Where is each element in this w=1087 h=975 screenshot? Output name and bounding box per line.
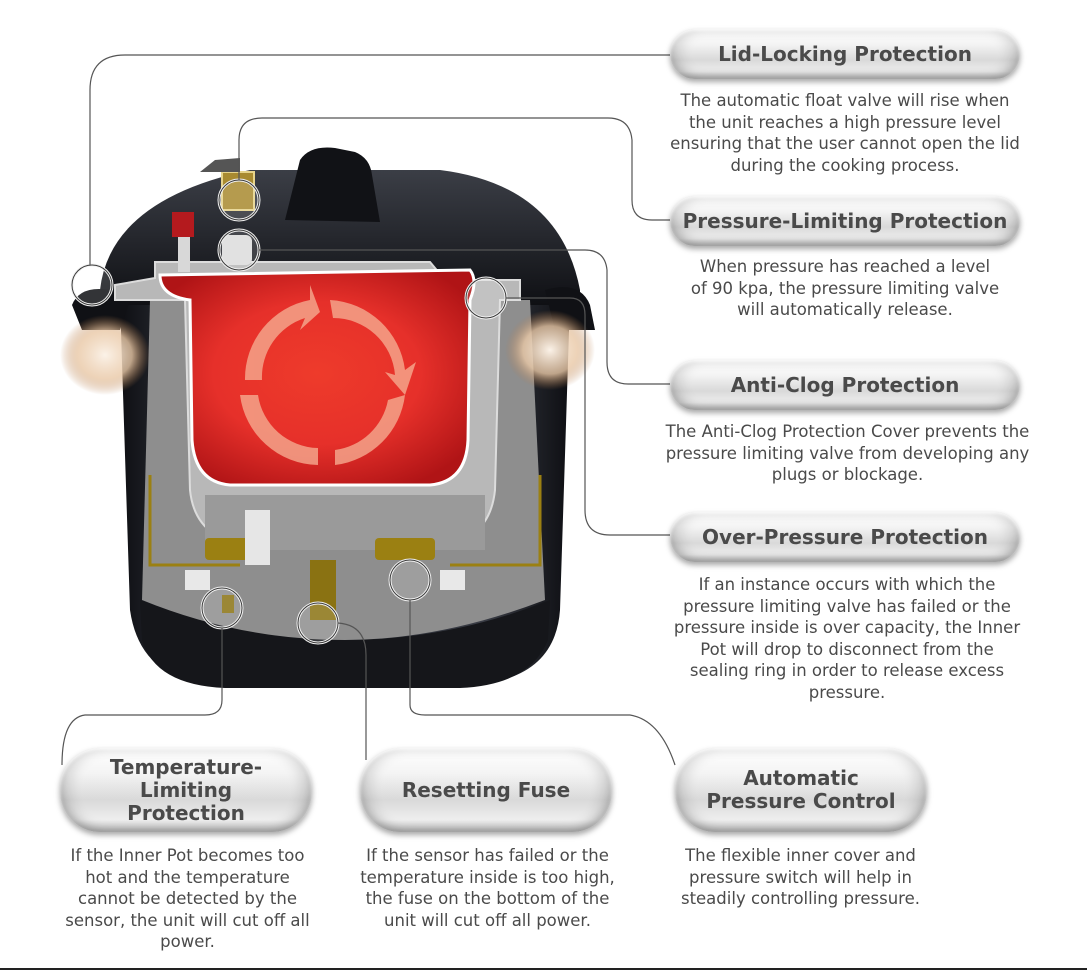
heater-left bbox=[205, 538, 255, 560]
feature-desc-automatic-pressure-control: The flexible inner cover and pressure sw… bbox=[680, 846, 921, 908]
feature-title-resetting-fuse: Resetting Fuse bbox=[360, 748, 612, 832]
inner-pot bbox=[158, 268, 476, 487]
leader-anti-clog bbox=[259, 249, 670, 385]
feature-desc-lid-locking: The automatic float valve will rise when… bbox=[670, 91, 1020, 175]
feature-desc-temperature-limiting: If the Inner Pot becomes too hot and the… bbox=[65, 846, 310, 951]
float-valve-red bbox=[172, 212, 194, 237]
switch-left-block bbox=[185, 570, 210, 590]
wiring-right bbox=[450, 475, 542, 567]
steam-right bbox=[505, 310, 595, 390]
feature-title-text: Lid-Locking Protection bbox=[718, 41, 972, 66]
leader-fuse bbox=[337, 622, 367, 760]
float-valve-stem bbox=[178, 237, 190, 272]
pressure-switch-block bbox=[440, 570, 465, 590]
wiring-left bbox=[148, 475, 240, 567]
feature-title-anti-clog: Anti-Clog Protection bbox=[670, 360, 1020, 410]
feature-title-pressure-limiting: Pressure-Limiting Protection bbox=[670, 196, 1020, 246]
lid-handle bbox=[285, 147, 380, 222]
feature-title-text: Pressure-Limiting Protection bbox=[682, 208, 1008, 233]
feature-title-over-pressure: Over-Pressure Protection bbox=[670, 512, 1020, 562]
center-stem bbox=[245, 510, 270, 565]
feature-title-temperature-limiting: Temperature- Limiting Protection bbox=[60, 748, 312, 832]
bottom-divider bbox=[0, 968, 1087, 970]
feature-title-text: Anti-Clog Protection bbox=[730, 372, 960, 397]
feature-title-line: Protection bbox=[127, 800, 245, 825]
feature-title-line: Limiting bbox=[139, 777, 233, 802]
feature-title-automatic-pressure-control: Automatic Pressure Control bbox=[675, 748, 927, 832]
leader-temperature bbox=[61, 628, 223, 766]
steam-left bbox=[60, 315, 150, 395]
feature-desc-pressure-limiting: When pressure has reached a level of 90 … bbox=[690, 257, 1000, 319]
leader-pressure-limiting bbox=[238, 117, 670, 221]
feature-desc-anti-clog: The Anti-Clog Protection Cover prevents … bbox=[665, 422, 1030, 484]
leader-pressure-control bbox=[409, 600, 676, 766]
feature-title-lid-locking: Lid-Locking Protection bbox=[670, 29, 1020, 79]
circulation-arrows-icon bbox=[240, 285, 416, 465]
feature-desc-over-pressure: If an instance occurs with which the pre… bbox=[673, 575, 1021, 702]
anti-clog-cover bbox=[222, 235, 252, 265]
temp-sensor bbox=[222, 595, 234, 613]
heater-right bbox=[375, 538, 435, 560]
cooker-base bbox=[140, 600, 550, 688]
leader-lid-locking bbox=[89, 54, 670, 265]
leader-over-pressure bbox=[506, 297, 670, 536]
feature-title-line: Temperature- bbox=[109, 754, 263, 779]
feature-desc-resetting-fuse: If the sensor has failed or the temperat… bbox=[360, 846, 615, 930]
feature-title-line: Pressure Control bbox=[706, 789, 896, 813]
feature-title-text: Over-Pressure Protection bbox=[702, 524, 988, 549]
feature-title-line: Automatic bbox=[743, 766, 859, 790]
feature-title-text: Resetting Fuse bbox=[401, 777, 571, 802]
steam-release-lever bbox=[200, 158, 240, 172]
